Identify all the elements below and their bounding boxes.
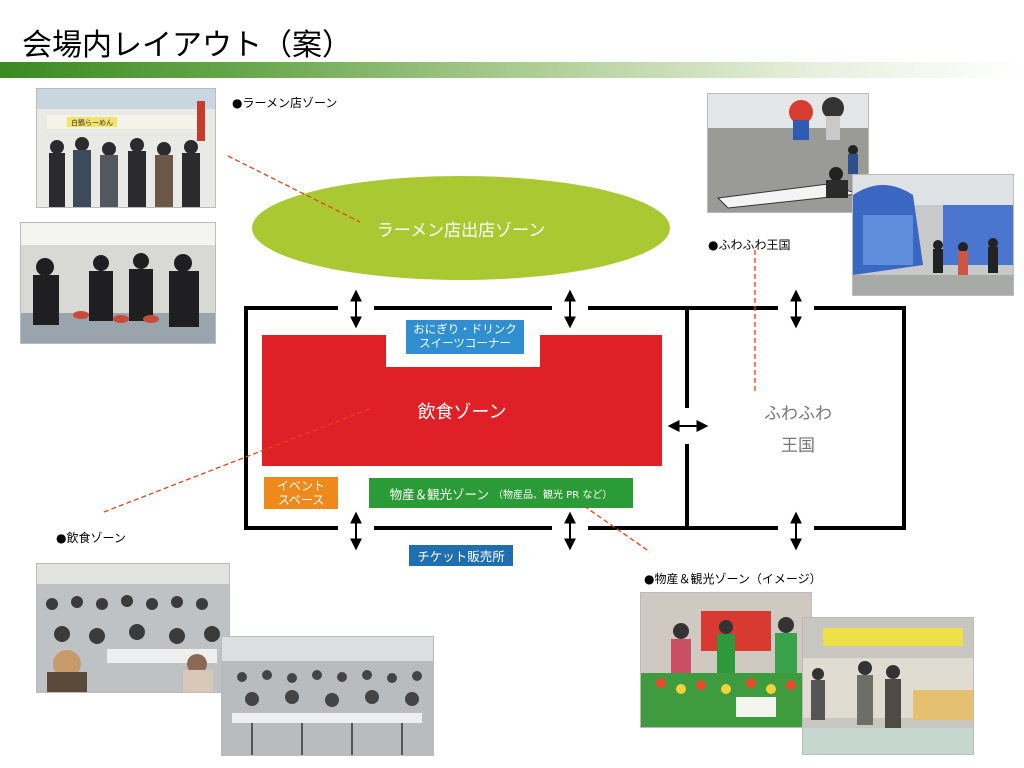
page-title: 会場内レイアウト（案）: [22, 28, 352, 63]
caption-food-zone: ●飲食ゾーン: [56, 531, 126, 545]
photo-food-hall-2: [221, 636, 434, 756]
title-underline-bar: [0, 62, 1024, 78]
photo-ramen-cooking: [20, 222, 216, 344]
event-space-area: イベント スペース: [264, 477, 338, 509]
onigiri-label-line2: スイーツコーナー: [419, 336, 511, 350]
ticket-booth: チケット販売所: [409, 545, 513, 566]
ramen-stall-sign: 白鶴らーめん: [71, 118, 113, 127]
caption-fuwa-zone: ●ふわふわ王国: [708, 238, 791, 252]
fuwa-zone-label: ふわふわ 王国: [740, 398, 856, 462]
caption-bussan-zone: ●物産＆観光ゾーン（イメージ）: [644, 572, 822, 586]
event-label-line1: イベント: [276, 479, 325, 493]
onigiri-label-line1: おにぎり・ドリンク: [413, 322, 517, 336]
photo-bussan-stall-1: [640, 592, 812, 728]
onigiri-drink-sweets-corner: おにぎり・ドリンク スイーツコーナー: [406, 320, 524, 354]
event-label-line2: スペース: [277, 493, 325, 507]
photo-fuwa-train: [707, 93, 869, 213]
bussan-zone-label: 物産＆観光ゾーン: [389, 486, 490, 502]
photo-food-hall-1: [36, 563, 230, 693]
leader-line-food: [103, 407, 373, 513]
leader-line-bussan: [583, 505, 651, 553]
ticket-booth-label: チケット販売所: [417, 549, 505, 564]
photo-bussan-stall-2: [802, 617, 974, 755]
leader-line-ramen: [227, 155, 361, 223]
fuwa-label-line1: ふわふわ: [764, 404, 832, 424]
fuwa-label-line2: 王国: [781, 436, 815, 456]
caption-ramen-zone: ●ラーメン店ゾーン: [232, 96, 338, 110]
photo-fuwa-bounce-house: [852, 174, 1014, 296]
bussan-zone-sublabel: （物産品、観光 PR など）: [493, 489, 613, 501]
bussan-zone-area: 物産＆観光ゾーン （物産品、観光 PR など）: [369, 478, 633, 508]
photo-ramen-crowd: 白鶴らーめん: [36, 88, 216, 208]
ramen-zone-label: ラーメン店出店ゾーン: [376, 220, 546, 241]
food-zone-label: 飲食ゾーン: [417, 402, 507, 423]
ramen-zone-area: ラーメン店出店ゾーン: [252, 176, 670, 280]
